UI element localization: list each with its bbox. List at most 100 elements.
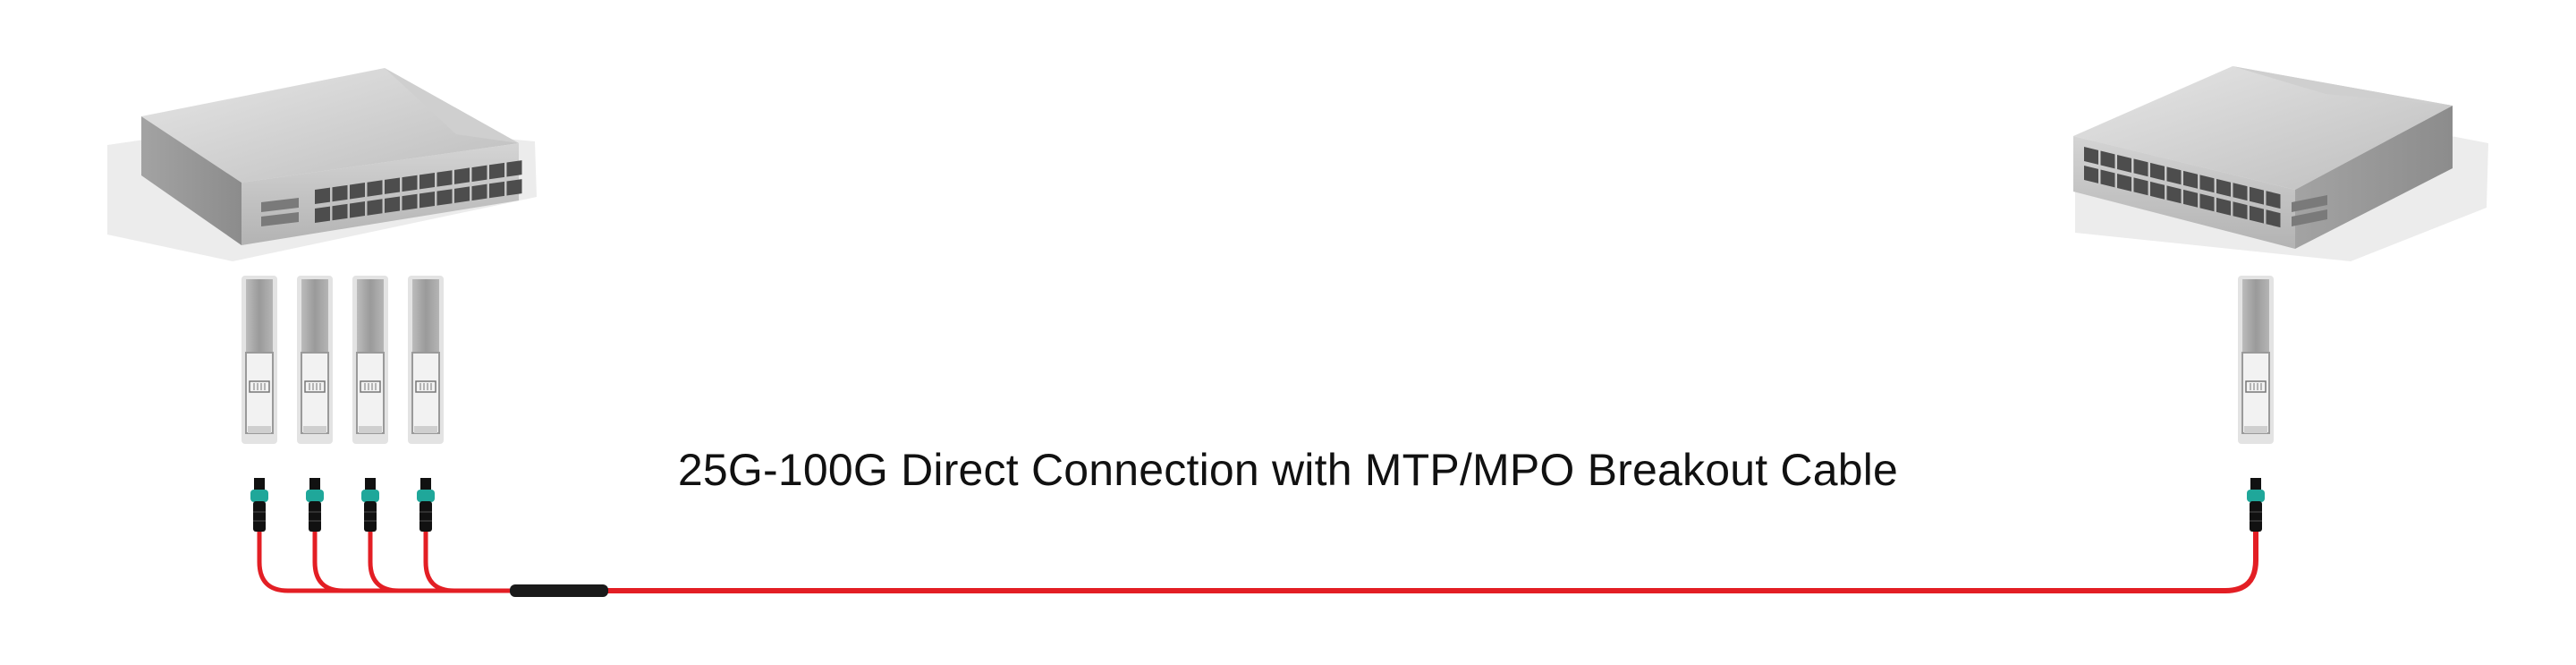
cable-leg-2 (312, 530, 519, 593)
connector-housing (2247, 490, 2265, 502)
switch-port (2199, 193, 2215, 212)
left-switch (107, 68, 537, 261)
left-transceivers (242, 276, 444, 444)
transceiver (242, 276, 277, 444)
switch-port (436, 170, 453, 187)
breakout-cable (257, 530, 2258, 597)
transceiver (408, 276, 444, 444)
connector-tip (365, 478, 376, 490)
connector-tip (309, 478, 320, 490)
connector-housing (250, 490, 268, 502)
connector-tip (254, 478, 265, 490)
switch-port (332, 184, 348, 202)
switch-port (2166, 185, 2182, 204)
mpo-connector (417, 478, 435, 532)
transceiver-nose (356, 352, 385, 434)
connector-boot (309, 501, 321, 532)
connector-boot (253, 501, 266, 532)
transceiver-body (412, 279, 439, 353)
switch-port (2084, 147, 2098, 165)
connector-tip (2250, 478, 2261, 490)
transceiver-latch (2245, 380, 2267, 393)
transceiver-tab (359, 426, 382, 433)
switch-port (402, 175, 418, 192)
switch-port (402, 193, 418, 211)
mpo-connector (250, 478, 268, 532)
switch-port (385, 177, 400, 194)
transceiver-latch (249, 380, 270, 393)
switch-port (454, 167, 470, 184)
switch-port (350, 183, 365, 200)
switch-port (2166, 166, 2182, 185)
switch-port (419, 191, 435, 209)
transceiver (352, 276, 388, 444)
switch-port (332, 203, 348, 221)
switch-port (471, 165, 487, 183)
connector-housing (417, 490, 435, 502)
cable-trunk (519, 530, 2258, 593)
transceiver (2238, 276, 2274, 444)
connector-boot (2250, 501, 2262, 532)
transceiver-tab (2244, 426, 2267, 433)
connector-housing (306, 490, 324, 502)
transceiver-nose (2241, 352, 2270, 434)
right-switch-ports (2084, 147, 2281, 228)
right-transceivers (2238, 276, 2274, 444)
switch-port (2183, 170, 2198, 189)
switch-port (350, 201, 365, 218)
switch-port (367, 199, 383, 216)
switch-port (315, 187, 330, 204)
switch-port (2084, 166, 2098, 183)
switch-port (2100, 169, 2115, 188)
mpo-connector (361, 478, 379, 532)
switch-port (315, 206, 330, 223)
diagram-caption: 25G-100G Direct Connection with MTP/MPO … (677, 445, 1899, 495)
switch-port (506, 160, 522, 177)
switch-port (2183, 189, 2198, 208)
mpo-connector (2247, 478, 2265, 532)
transceiver-latch (304, 380, 326, 393)
mpo-connectors (250, 478, 2265, 532)
left-switch-ports (315, 160, 522, 223)
transceiver-latch (360, 380, 381, 393)
switch-port (471, 183, 487, 201)
switch-port (367, 180, 383, 197)
switch-port (2250, 186, 2264, 205)
switch-port (2133, 158, 2148, 177)
connector-tip (420, 478, 431, 490)
transceiver-tab (414, 426, 437, 433)
switch-port (2266, 191, 2281, 209)
transceiver-body (246, 279, 273, 353)
switch-port (436, 189, 453, 206)
transceiver-nose (411, 352, 440, 434)
switch-port (2117, 173, 2131, 192)
transceiver-latch (415, 380, 436, 393)
connector-housing (361, 490, 379, 502)
connector-boot (364, 501, 377, 532)
switch-port (2133, 177, 2148, 196)
connector-boot (419, 501, 432, 532)
switch-port (2199, 175, 2215, 193)
switch-port (2100, 150, 2115, 169)
transceiver-tab (248, 426, 271, 433)
switch-port (419, 172, 435, 190)
transceiver-body (357, 279, 384, 353)
cable-leg-4 (423, 530, 519, 593)
transceiver (297, 276, 333, 444)
mpo-connector (306, 478, 324, 532)
switch-port (2150, 181, 2165, 200)
switch-port (2150, 162, 2165, 181)
switch-port (2266, 209, 2281, 228)
switch-port (454, 186, 470, 203)
cable-leg-3 (368, 530, 519, 593)
transceiver-body (301, 279, 328, 353)
switch-port (2233, 201, 2248, 220)
switch-port (506, 179, 522, 196)
switch-port (385, 196, 400, 213)
switch-port (489, 181, 504, 199)
switch-port (2117, 154, 2131, 173)
switch-port (2250, 205, 2264, 224)
switch-port (2233, 183, 2248, 201)
transceiver-body (2242, 279, 2269, 353)
